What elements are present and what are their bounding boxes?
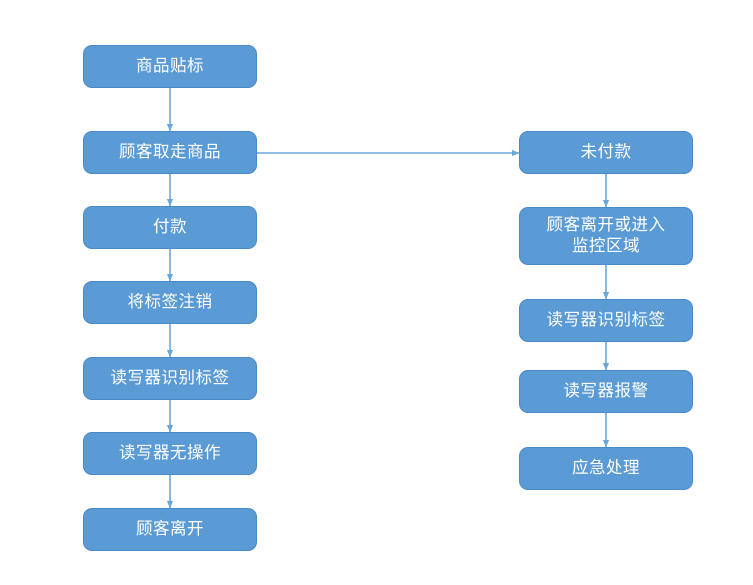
node-commodity-tagging[interactable]: 商品贴标 [83,45,257,88]
node-reader-no-action[interactable]: 读写器无操作 [83,432,257,475]
node-customer-leaves-left[interactable]: 顾客离开 [83,508,257,551]
node-deactivate-tag[interactable]: 将标签注销 [83,281,257,324]
node-customer-leaves-or-enters-monitored-area[interactable]: 顾客离开或进入 监控区域 [519,207,693,265]
node-reader-alarm[interactable]: 读写器报警 [519,370,693,413]
node-customer-takes-goods[interactable]: 顾客取走商品 [83,131,257,174]
node-reader-identifies-tag-right[interactable]: 读写器识别标签 [519,299,693,342]
node-unpaid[interactable]: 未付款 [519,131,693,174]
node-payment[interactable]: 付款 [83,206,257,249]
node-reader-identifies-tag-left[interactable]: 读写器识别标签 [83,357,257,400]
node-emergency-handling[interactable]: 应急处理 [519,447,693,490]
